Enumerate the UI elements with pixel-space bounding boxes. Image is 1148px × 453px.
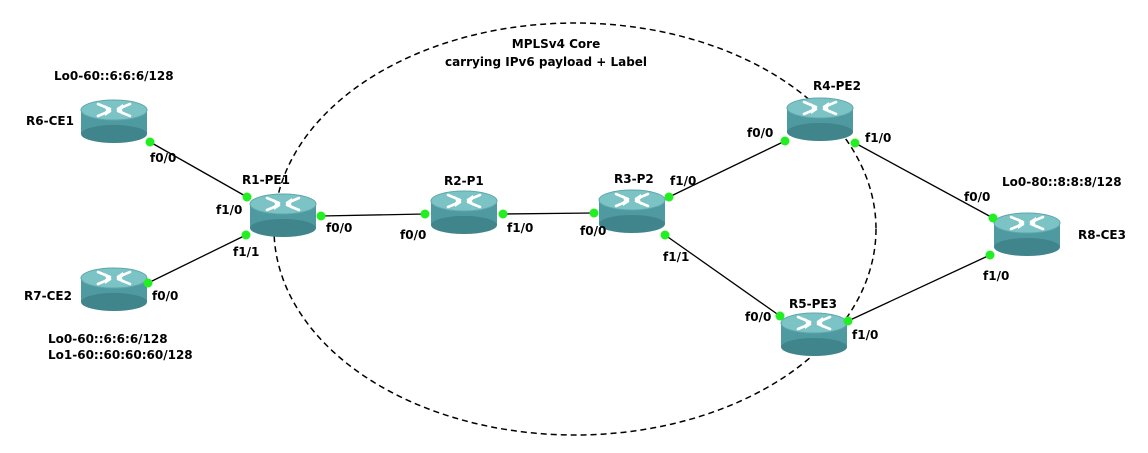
endpoint-r5-f00 xyxy=(775,311,785,321)
link-r7-r1 xyxy=(147,234,247,284)
router-r7-label: R7-CE2 xyxy=(24,289,72,303)
address-r8-lo0: Lo0-80::8:8:8/128 xyxy=(1002,175,1122,189)
address-r7-lo0: Lo0-60::6:6:6/128 xyxy=(48,332,168,346)
iface-r8-f10: f1/0 xyxy=(983,269,1009,283)
iface-r1-f00: f0/0 xyxy=(326,221,352,235)
iface-r3-f11: f1/1 xyxy=(663,250,689,264)
link-r3-r5 xyxy=(664,234,781,317)
router-r8-icon[interactable] xyxy=(992,211,1062,258)
router-r5-label: R5-PE3 xyxy=(789,297,837,311)
address-r6-lo0: Lo0-60::6:6:6/128 xyxy=(54,69,174,83)
iface-r2-f10: f1/0 xyxy=(507,221,533,235)
router-r1-label: R1-PE1 xyxy=(242,173,290,187)
endpoint-r1-f11 xyxy=(241,230,251,240)
endpoint-r8-f00 xyxy=(988,213,998,223)
iface-r1-f10: f1/0 xyxy=(216,203,242,217)
mpls-core-boundary xyxy=(273,22,877,436)
iface-r5-f10: f1/0 xyxy=(852,328,878,342)
iface-r5-f00: f0/0 xyxy=(745,310,771,324)
router-r1-icon[interactable] xyxy=(248,192,318,239)
link-r5-r8 xyxy=(847,254,991,322)
router-r4-icon[interactable] xyxy=(785,96,855,143)
endpoint-r1-f10 xyxy=(242,192,252,202)
link-r1-r2 xyxy=(320,213,426,217)
links xyxy=(147,140,994,322)
iface-r6-f00: f0/0 xyxy=(150,151,176,165)
endpoint-r7-f00 xyxy=(143,278,153,288)
link-r2-r3 xyxy=(502,212,595,215)
endpoint-r2-f00 xyxy=(420,209,430,219)
endpoint-r4-f00 xyxy=(780,136,790,146)
endpoint-r3-f00 xyxy=(589,208,599,218)
endpoint-r1-f00 xyxy=(316,211,326,221)
router-r7-icon[interactable] xyxy=(79,266,149,313)
link-r3-r4 xyxy=(668,140,786,198)
router-r5-icon[interactable] xyxy=(779,311,849,358)
iface-r1-f11: f1/1 xyxy=(233,245,259,259)
iface-r8-f00: f0/0 xyxy=(964,190,990,204)
link-r4-r8 xyxy=(854,142,994,219)
link-r6-r1 xyxy=(149,141,248,198)
endpoint-r3-f11 xyxy=(660,230,670,240)
iface-r4-f00: f0/0 xyxy=(747,126,773,140)
router-r3-label: R3-P2 xyxy=(614,172,654,186)
iface-r2-f00: f0/0 xyxy=(400,228,426,242)
router-r2-icon[interactable] xyxy=(429,189,499,236)
address-r7-lo1: Lo1-60::60:60:60/128 xyxy=(48,348,193,362)
router-r2-label: R2-P1 xyxy=(444,174,484,188)
router-r6-icon[interactable] xyxy=(79,98,149,145)
router-r4-label: R4-PE2 xyxy=(813,79,861,93)
link-endpoints xyxy=(143,136,998,326)
endpoint-r2-f10 xyxy=(498,209,508,219)
endpoint-r4-f10 xyxy=(850,138,860,148)
endpoint-r3-f10 xyxy=(664,192,674,202)
iface-r4-f10: f1/0 xyxy=(865,131,891,145)
endpoint-r5-f10 xyxy=(843,316,853,326)
router-r3-icon[interactable] xyxy=(597,188,667,235)
iface-r3-f00: f0/0 xyxy=(580,224,606,238)
router-r6-label: R6-CE1 xyxy=(26,114,74,128)
core-title-line1: MPLSv4 Core xyxy=(512,37,600,51)
router-r8-label: R8-CE3 xyxy=(1078,228,1126,242)
iface-r7-f00: f0/0 xyxy=(152,289,178,303)
endpoint-r8-f10 xyxy=(985,250,995,260)
endpoint-r6-f00 xyxy=(145,137,155,147)
iface-r3-f10: f1/0 xyxy=(670,174,696,188)
core-title-line2: carrying IPv6 payload + Label xyxy=(445,55,647,69)
